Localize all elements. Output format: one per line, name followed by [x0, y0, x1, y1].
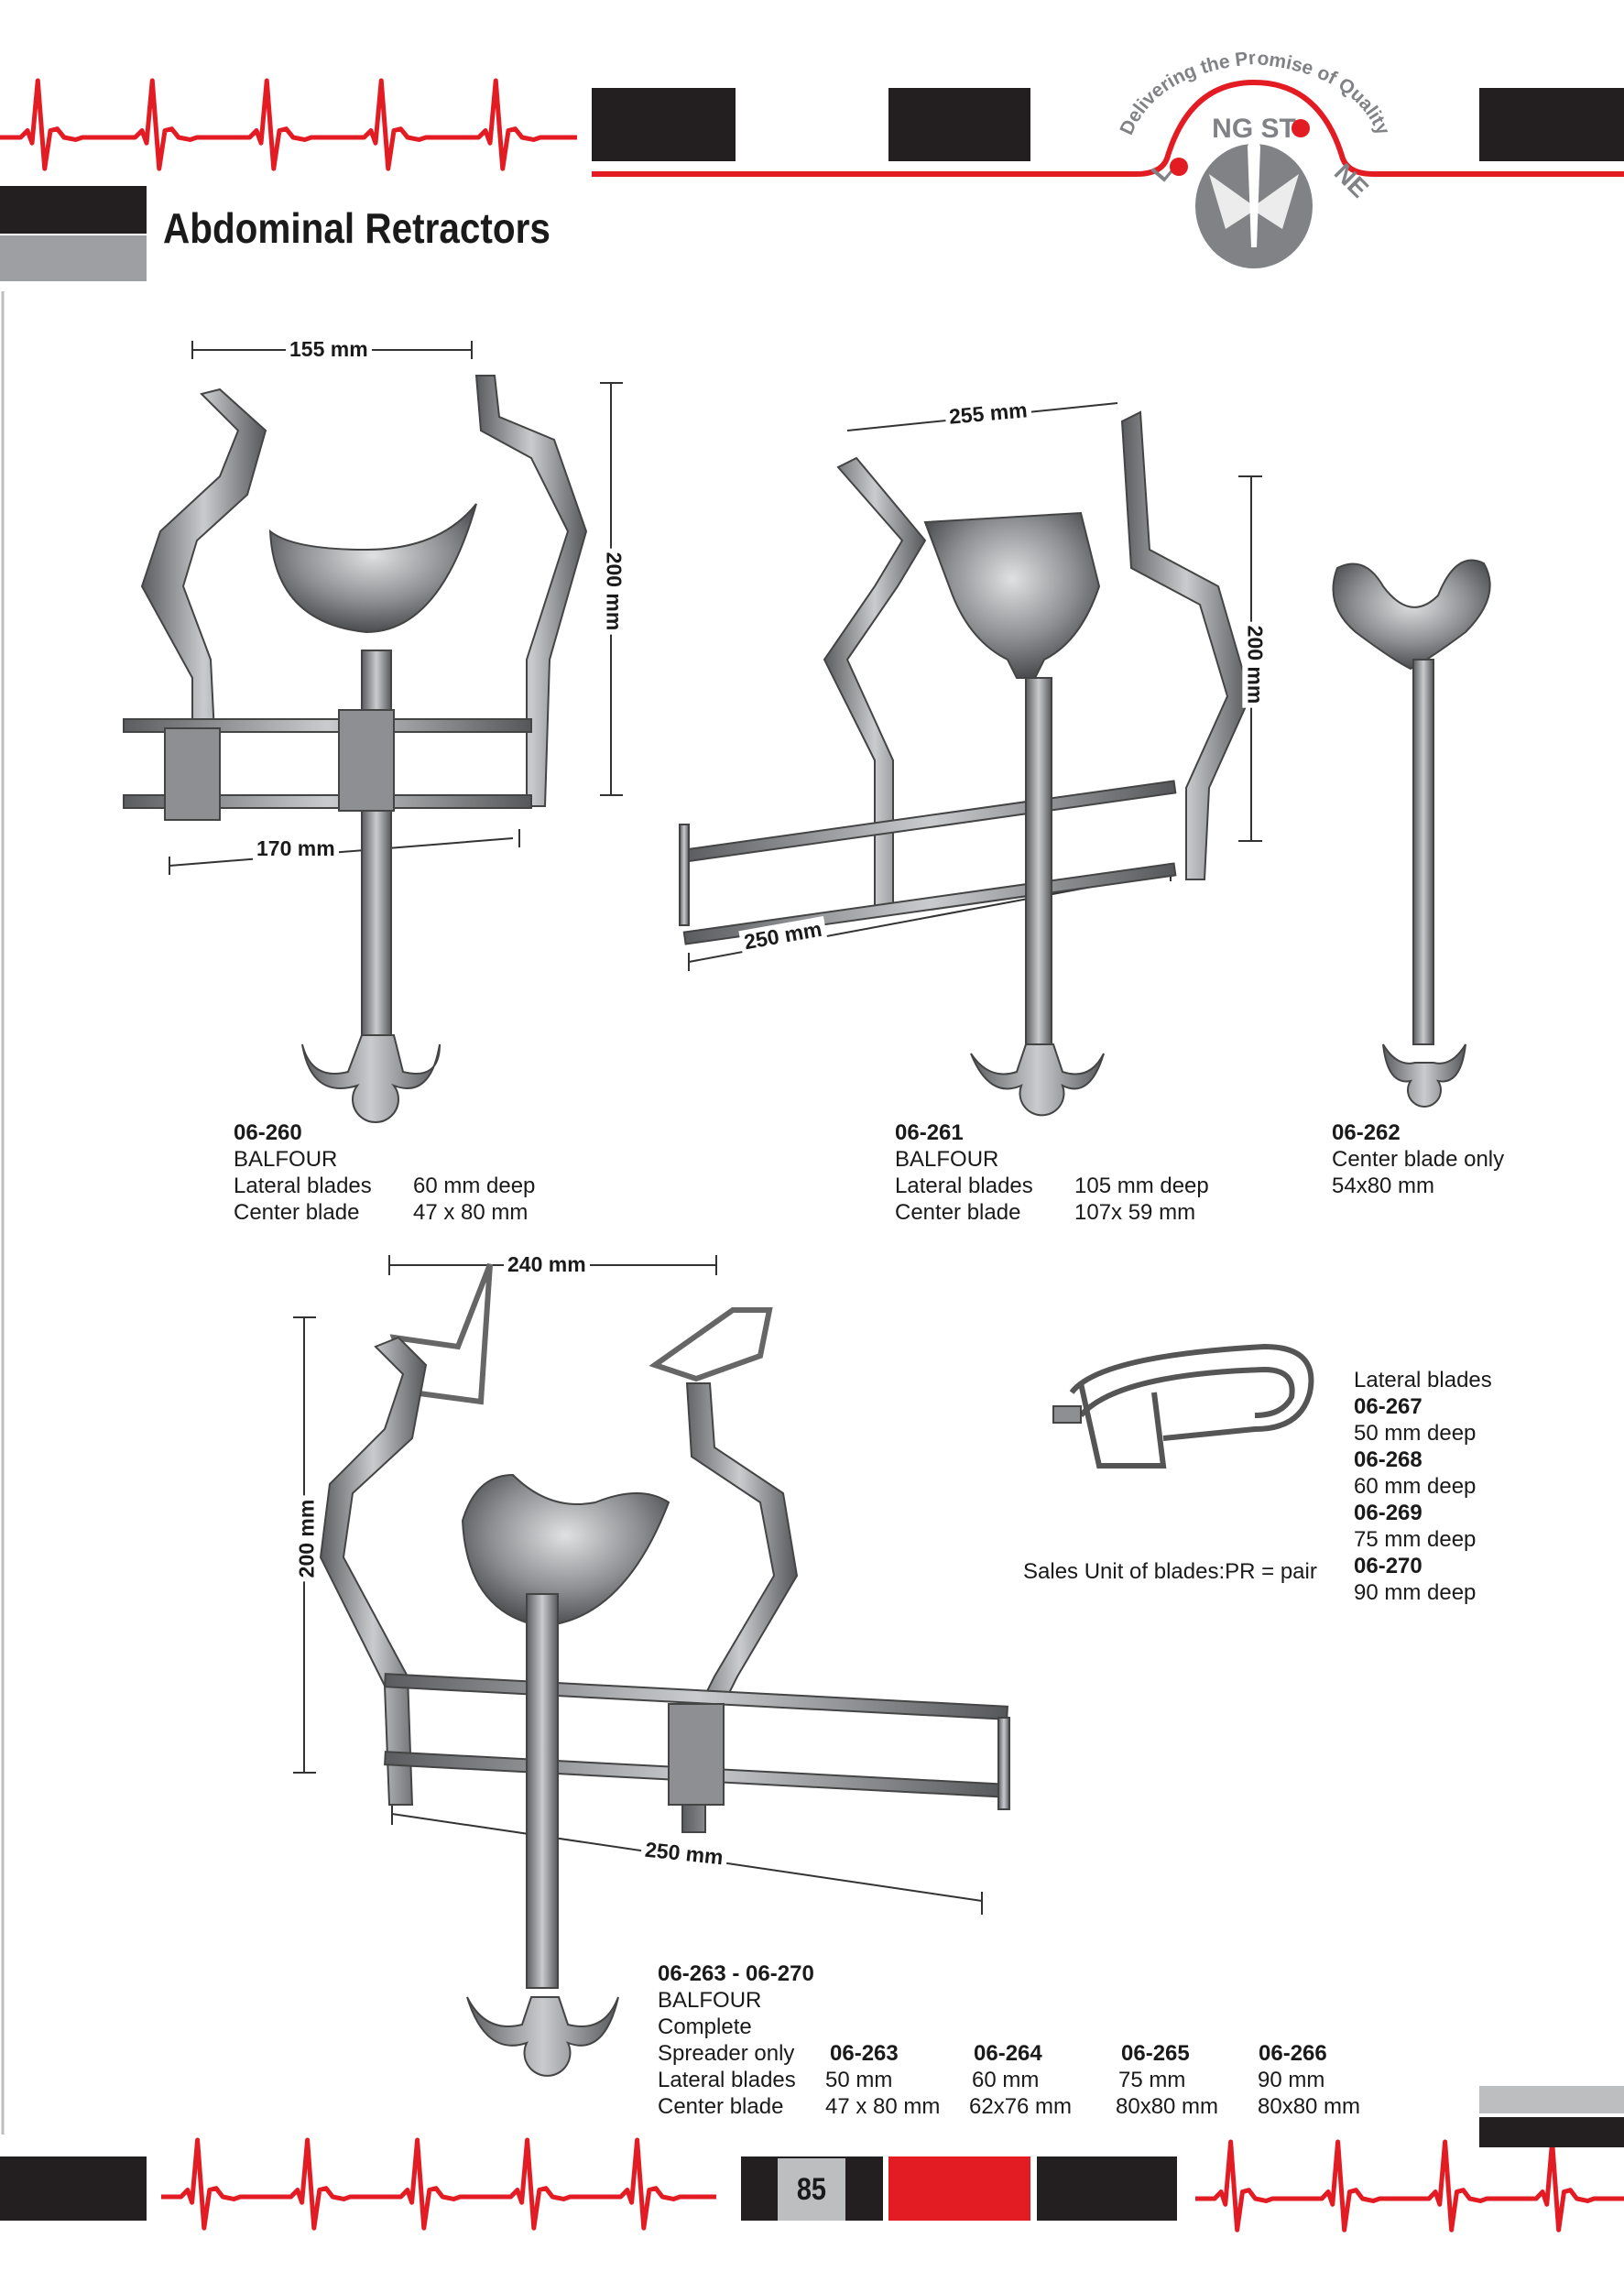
spec-row-lateral: Lateral blades 50 mm 60 mm 75 mm 90 mm [658, 2067, 1482, 2093]
svg-text:NG ST: NG ST [1212, 114, 1296, 144]
lateral-blades-list: Lateral blades 06-267 50 mm deep 06-268 … [1354, 1367, 1492, 1606]
footer-right-gray-block [1479, 2086, 1624, 2113]
spec-label: Center blade [234, 1200, 360, 1225]
complete-set-caption: 06-263 - 06-270 BALFOUR Complete Spreade… [658, 1960, 1482, 2125]
spec-value: 80x80 mm [1116, 2094, 1219, 2119]
dim-label: 155 mm [286, 337, 372, 362]
dim-label: 200 mm [601, 548, 627, 635]
spec-label: Center blade [658, 2094, 784, 2119]
ecg-line-bottom-left [161, 2137, 716, 2231]
title-bar-dark [0, 186, 147, 234]
spec-value: 105 mm deep [1074, 1174, 1209, 1198]
spec-value: 60 mm deep [413, 1174, 536, 1198]
header-block-1 [592, 88, 736, 161]
retractor-06-261-image [679, 410, 1252, 1117]
spec-value: 60 mm [972, 2068, 1040, 2092]
blade-code: 06-269 [1354, 1501, 1422, 1525]
footer-block [1037, 2157, 1177, 2221]
page-number-box: 85 [778, 2158, 845, 2221]
dim-label: 170 mm [253, 836, 339, 861]
product-name: BALFOUR [895, 1147, 999, 1172]
svg-text:NE: NE [1329, 158, 1374, 202]
header-block-2 [888, 88, 1030, 161]
spec-row-center: Center blade 47 x 80 mm 62x76 mm 80x80 m… [658, 2093, 1482, 2120]
product-code: 06-261 [895, 1120, 964, 1145]
spec-value: 47 x 80 mm [825, 2094, 941, 2119]
spec-value: 62x76 mm [969, 2094, 1073, 2119]
page-title: Abdominal Retractors [163, 204, 550, 252]
footer-red-block [888, 2157, 1030, 2221]
spec-value: 107x 59 mm [1074, 1200, 1196, 1225]
blade-depth: 50 mm deep [1354, 1421, 1477, 1446]
spec-value: 06-264 [974, 2041, 1042, 2066]
lateral-blades-title: Lateral blades [1354, 1368, 1492, 1392]
product-caption-06-261: 06-261 BALFOUR Lateral blades 105 mm deep… [895, 1119, 1209, 1226]
title-bar-gray [0, 235, 147, 281]
spec-label: Center blade [895, 1200, 1021, 1225]
spec-value: 47 x 80 mm [413, 1200, 529, 1225]
spec-value: 80x80 mm [1258, 2094, 1361, 2119]
dim-label: 240 mm [504, 1252, 590, 1277]
footer-block-left [0, 2157, 147, 2221]
spec-label: Lateral blades [658, 2068, 796, 2092]
product-size: 54x80 mm [1332, 1174, 1435, 1198]
spec-value: 75 mm [1118, 2068, 1186, 2092]
blade-code: 06-268 [1354, 1447, 1422, 1472]
header-red-line [592, 79, 1624, 177]
dim-label: 200 mm [294, 1495, 320, 1582]
spec-label: Lateral blades [234, 1174, 372, 1198]
product-name: BALFOUR [658, 1988, 762, 2013]
spec-label: Lateral blades [895, 1174, 1033, 1198]
footer-right-dark-block [1479, 2117, 1624, 2147]
page-number: 85 [796, 2171, 827, 2207]
blade-depth: 90 mm deep [1354, 1580, 1477, 1605]
lateral-blade-image [1052, 1343, 1314, 1469]
blade-depth: 75 mm deep [1354, 1527, 1477, 1552]
product-code-range: 06-263 - 06-270 [658, 1961, 814, 1986]
spec-value: 90 mm [1258, 2068, 1325, 2092]
spec-label: Spreader only [658, 2041, 795, 2066]
ecg-line-top [0, 78, 577, 171]
retractor-06-260-image [123, 375, 588, 1123]
blade-depth: 60 mm deep [1354, 1474, 1477, 1499]
product-name: BALFOUR [234, 1147, 338, 1172]
dim-label: 200 mm [1242, 621, 1268, 708]
spec-value: 06-263 [830, 2041, 899, 2066]
product-name: Center blade only [1332, 1147, 1505, 1172]
center-blade-06-262-image [1332, 559, 1491, 1108]
product-code: 06-262 [1332, 1120, 1401, 1145]
product-code: 06-260 [234, 1120, 302, 1145]
product-subtitle: Complete [658, 2015, 752, 2039]
header-block-3 [1479, 88, 1624, 161]
blade-code: 06-270 [1354, 1554, 1422, 1578]
sales-unit-note: Sales Unit of blades:PR = pair [1023, 1559, 1317, 1584]
ecg-line-bottom-right [1195, 2139, 1624, 2233]
product-caption-06-262: 06-262 Center blade only 54x80 mm [1332, 1119, 1504, 1199]
spec-value: 50 mm [825, 2068, 893, 2092]
spec-value: 06-265 [1121, 2041, 1190, 2066]
spec-value: 06-266 [1259, 2041, 1327, 2066]
spec-row-spreader: Spreader only 06-263 06-264 06-265 06-26… [658, 2040, 1482, 2067]
retractor-06-263-image [319, 1262, 1010, 2077]
blade-code: 06-267 [1354, 1394, 1422, 1419]
